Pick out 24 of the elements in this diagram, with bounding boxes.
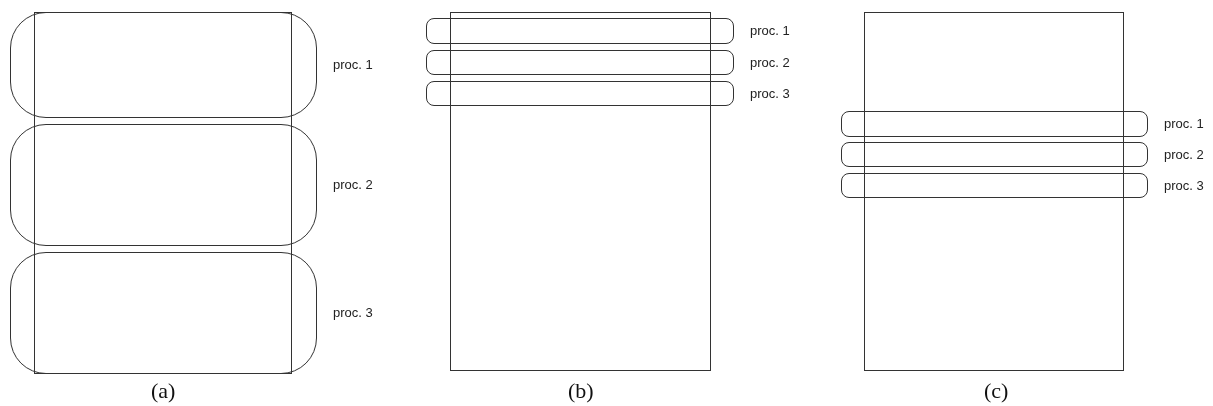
process-band <box>10 252 317 374</box>
process-label: proc. 2 <box>333 177 373 193</box>
process-label: proc. 1 <box>750 23 790 39</box>
process-band <box>10 124 317 246</box>
panel-rectangle <box>34 12 292 374</box>
process-band <box>10 12 317 118</box>
process-band <box>426 18 734 44</box>
panel-rectangle <box>450 12 711 371</box>
process-band <box>841 111 1148 137</box>
panel-caption: (c) <box>984 379 1009 403</box>
process-band <box>426 50 734 75</box>
process-label: proc. 2 <box>750 54 790 71</box>
process-band <box>841 173 1148 198</box>
process-label: proc. 3 <box>1164 177 1204 194</box>
process-band <box>841 142 1148 167</box>
process-label: proc. 2 <box>1164 146 1204 163</box>
process-label: proc. 1 <box>333 57 373 73</box>
process-label: proc. 3 <box>333 305 373 321</box>
process-label: proc. 3 <box>750 85 790 102</box>
process-band <box>426 81 734 106</box>
panel-rectangle <box>864 12 1124 371</box>
process-label: proc. 1 <box>1164 116 1204 132</box>
panel-caption: (b) <box>568 379 594 403</box>
panel-caption: (a) <box>151 379 176 403</box>
